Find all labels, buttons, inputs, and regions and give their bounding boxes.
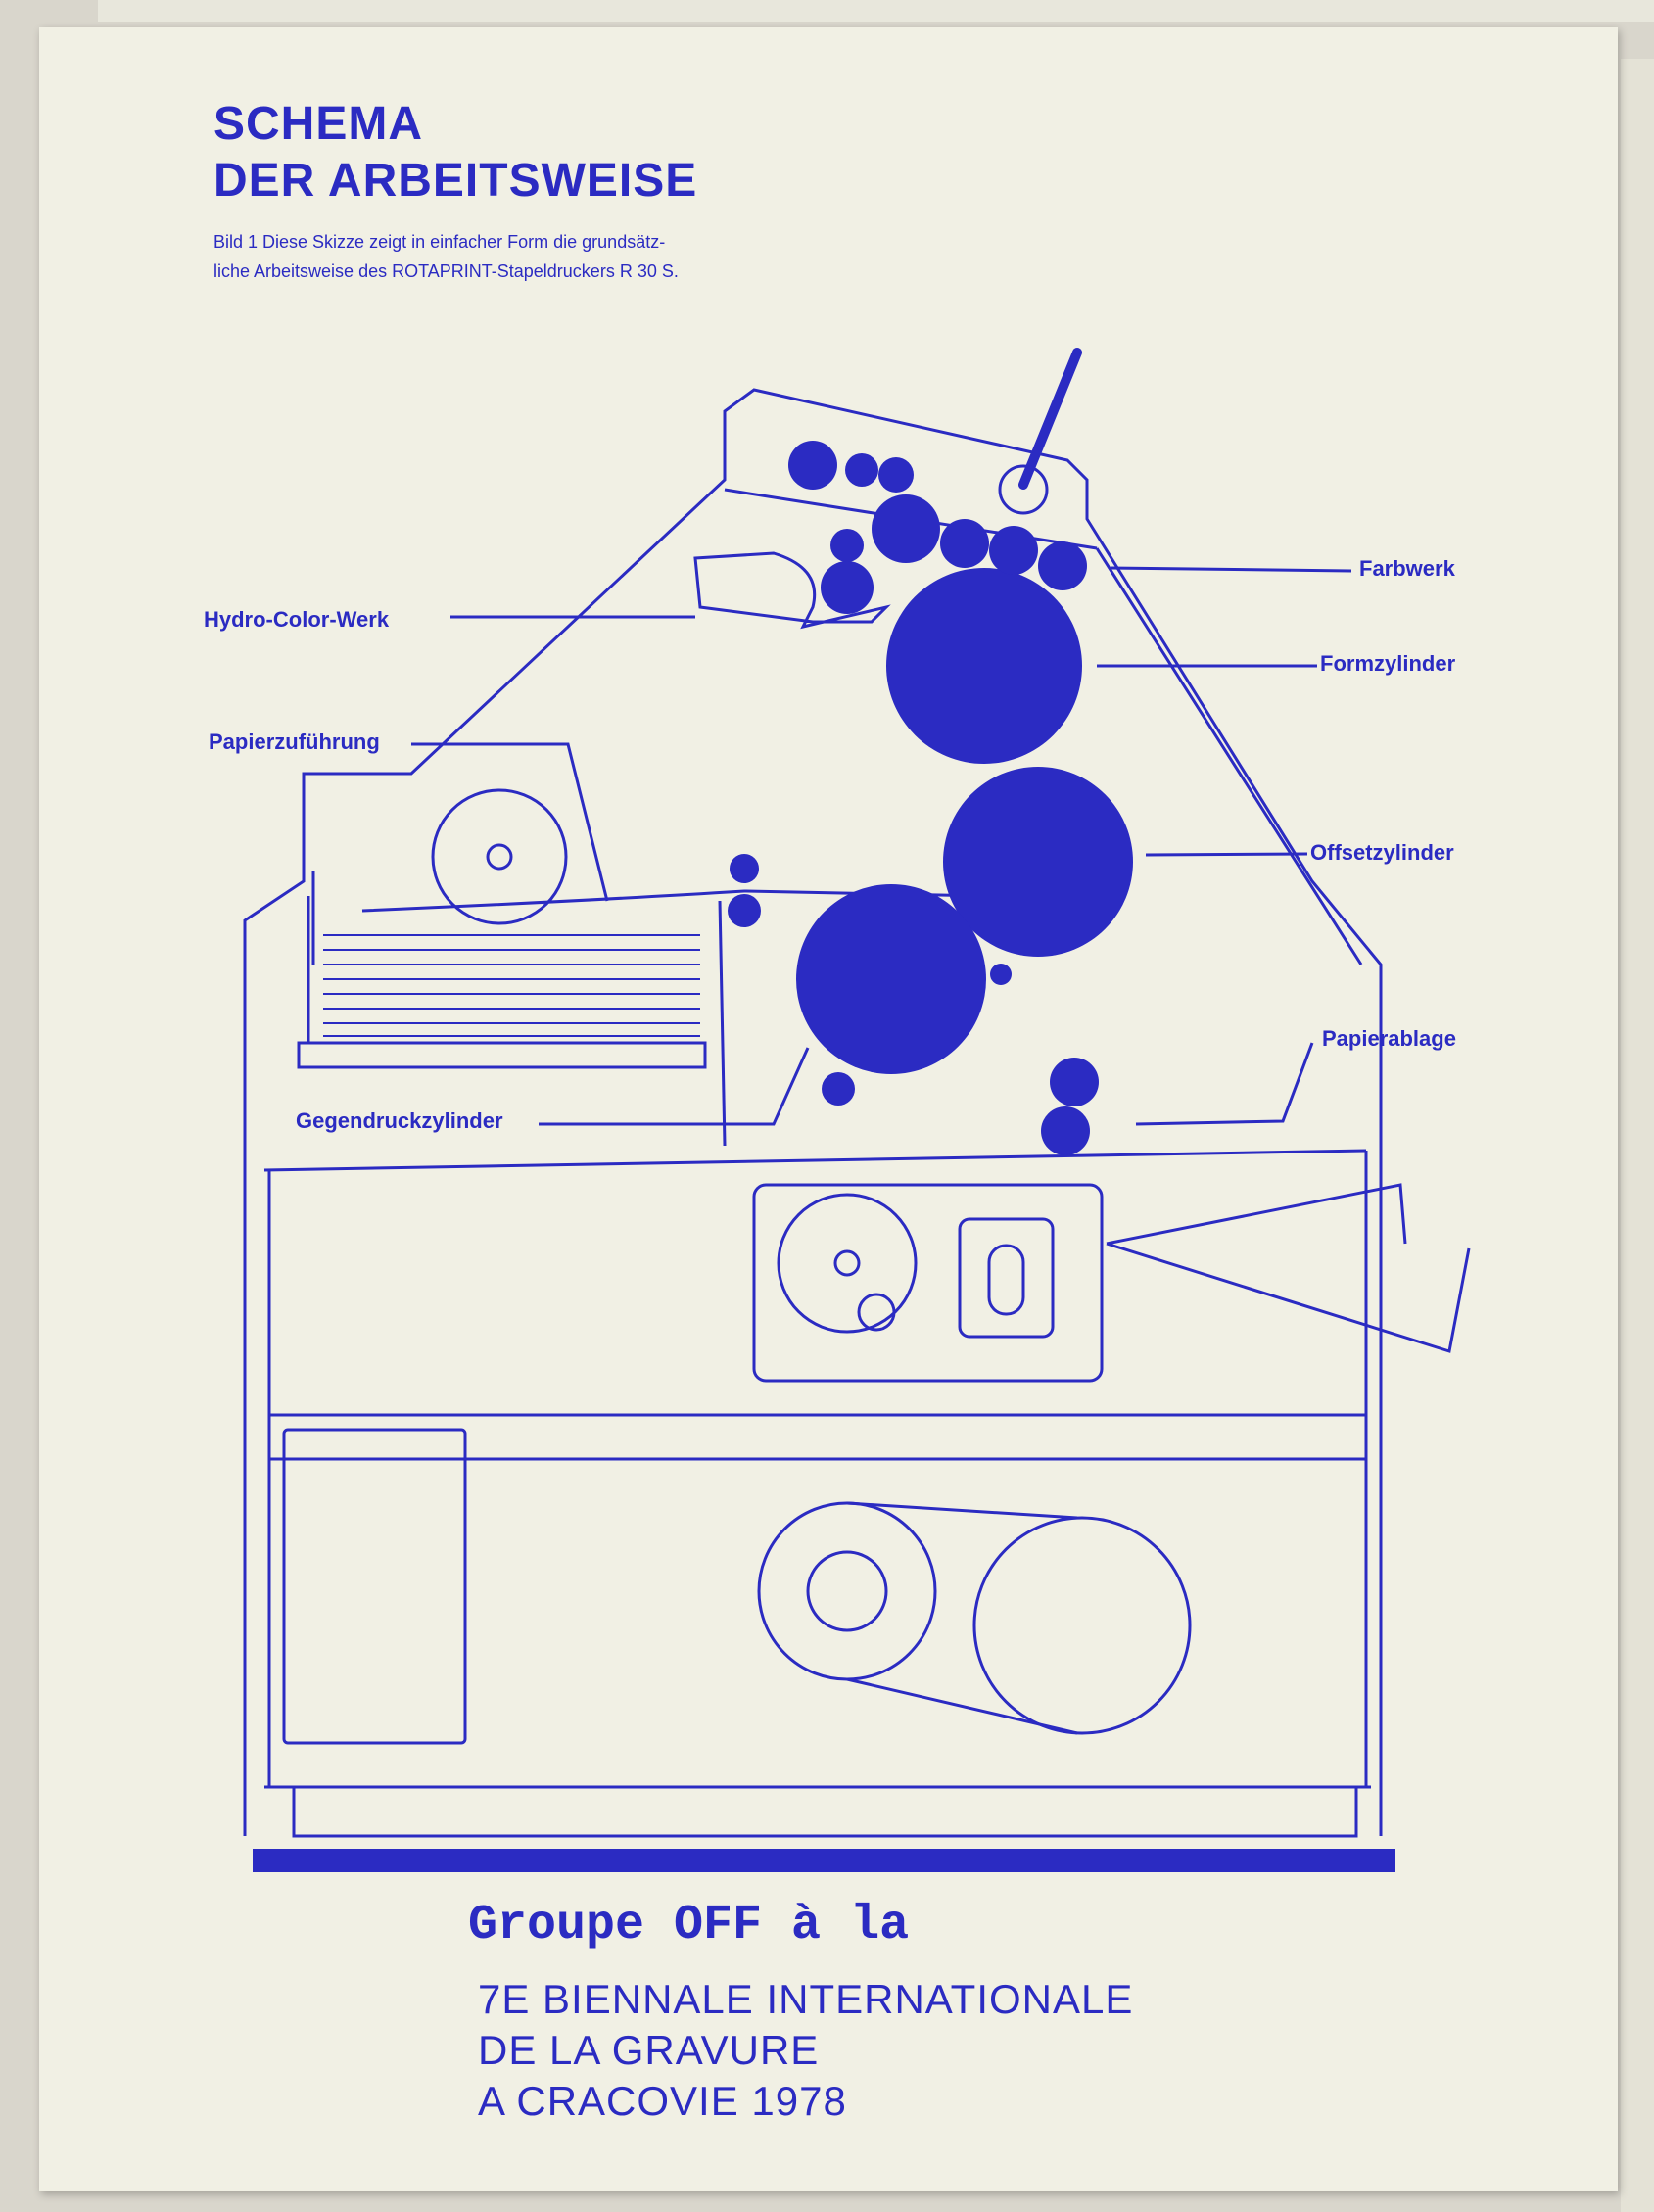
- caption-line-1: Bild 1 Diese Skizze zeigt in einfacher F…: [213, 232, 666, 252]
- motor-dial-knob: [857, 1293, 896, 1332]
- feed-roller: [431, 788, 568, 925]
- small-roller-2: [822, 1072, 855, 1106]
- delivery-roller-2: [1041, 1106, 1090, 1155]
- ink-roller-3: [878, 457, 914, 493]
- document-title: SCHEMA DER ARBEITSWEISE: [213, 96, 697, 210]
- base-bar: [253, 1849, 1395, 1872]
- base-plinth: [292, 1785, 1358, 1838]
- motor-switch-panel: [958, 1217, 1055, 1339]
- label-gegendruckzylinder: Gegendruckzylinder: [296, 1108, 503, 1133]
- top-lever-knob: [998, 464, 1049, 515]
- label-papierzufuehrung: Papierzuführung: [209, 729, 380, 754]
- main-motor: [972, 1516, 1192, 1735]
- ink-roller-6: [989, 526, 1038, 575]
- footer-line-2: 7E BIENNALE INTERNATIONALE: [478, 1976, 1134, 2022]
- ink-roller-8: [830, 529, 864, 562]
- delivery-tray: [1106, 1183, 1471, 1353]
- feed-roller-hub: [486, 843, 513, 871]
- leader-papierablage: [1135, 1042, 1314, 1126]
- label-farbwerk: Farbwerk: [1359, 556, 1455, 581]
- ink-roller-4: [872, 494, 940, 563]
- leader-farbwerk: [1111, 566, 1352, 573]
- offset-cylinder: [943, 767, 1133, 957]
- impression-cylinder: [796, 884, 986, 1074]
- leader-gegendruck: [539, 1047, 810, 1126]
- leader-papierzufuehrung: [411, 742, 609, 902]
- title-line-2: DER ARBEITSWEISE: [213, 155, 698, 207]
- hydro-fountain: [693, 551, 891, 630]
- background-sheet-top: [98, 0, 1654, 22]
- frame-upper-rail: [263, 1149, 1367, 1172]
- footer-group-line: Groupe OFF à la: [468, 1898, 910, 1953]
- paper-path-return: [718, 900, 727, 1147]
- feed-stack-sheets: [323, 934, 700, 1037]
- paper-path: [361, 889, 990, 913]
- figure-caption: Bild 1 Diese Skizze zeigt in einfacher F…: [213, 227, 679, 286]
- form-cylinder: [886, 568, 1082, 764]
- ink-roller-9: [821, 561, 874, 614]
- leader-offsetzylinder: [1145, 852, 1308, 857]
- ink-roller-5: [940, 519, 989, 568]
- label-papierablage: Papierablage: [1322, 1026, 1456, 1051]
- ink-roller-1: [788, 441, 837, 490]
- drive-belt: [846, 1501, 1078, 1735]
- delivery-roller-1: [1050, 1058, 1099, 1106]
- drive-pulley: [757, 1501, 937, 1681]
- damp-roller-2: [728, 894, 761, 927]
- ink-roller-2: [845, 453, 878, 487]
- motor-switch: [987, 1244, 1025, 1316]
- label-hydro-color-werk: Hydro-Color-Werk: [204, 607, 390, 632]
- motor-housing: [752, 1183, 1104, 1383]
- top-lever: [1018, 348, 1082, 490]
- damp-roller: [730, 854, 759, 883]
- footer-line-4: A CRACOVIE 1978: [478, 2078, 847, 2124]
- motor-dial-inner: [833, 1249, 861, 1277]
- caption-line-2: liche Arbeitsweise des ROTAPRINT-Stapeld…: [213, 261, 679, 281]
- housing-roof-left: [243, 388, 1383, 1836]
- label-formzylinder: Formzylinder: [1320, 651, 1456, 676]
- title-line-1: SCHEMA: [213, 98, 424, 150]
- left-lower-panel: [282, 1428, 467, 1745]
- small-roller-1: [990, 964, 1012, 985]
- footer-line-3: DE LA GRAVURE: [478, 2027, 820, 2073]
- feed-stack-tray: [297, 1041, 707, 1069]
- motor-dial: [777, 1193, 918, 1334]
- printed-sheet: [39, 27, 1618, 2191]
- label-offsetzylinder: Offsetzylinder: [1310, 840, 1454, 865]
- footer-event-block: 7E BIENNALE INTERNATIONALE DE LA GRAVURE…: [478, 1974, 1133, 2127]
- drive-pulley-hub: [806, 1550, 888, 1632]
- background-sheet-right: [1621, 59, 1654, 2212]
- ink-roller-7: [1038, 541, 1087, 590]
